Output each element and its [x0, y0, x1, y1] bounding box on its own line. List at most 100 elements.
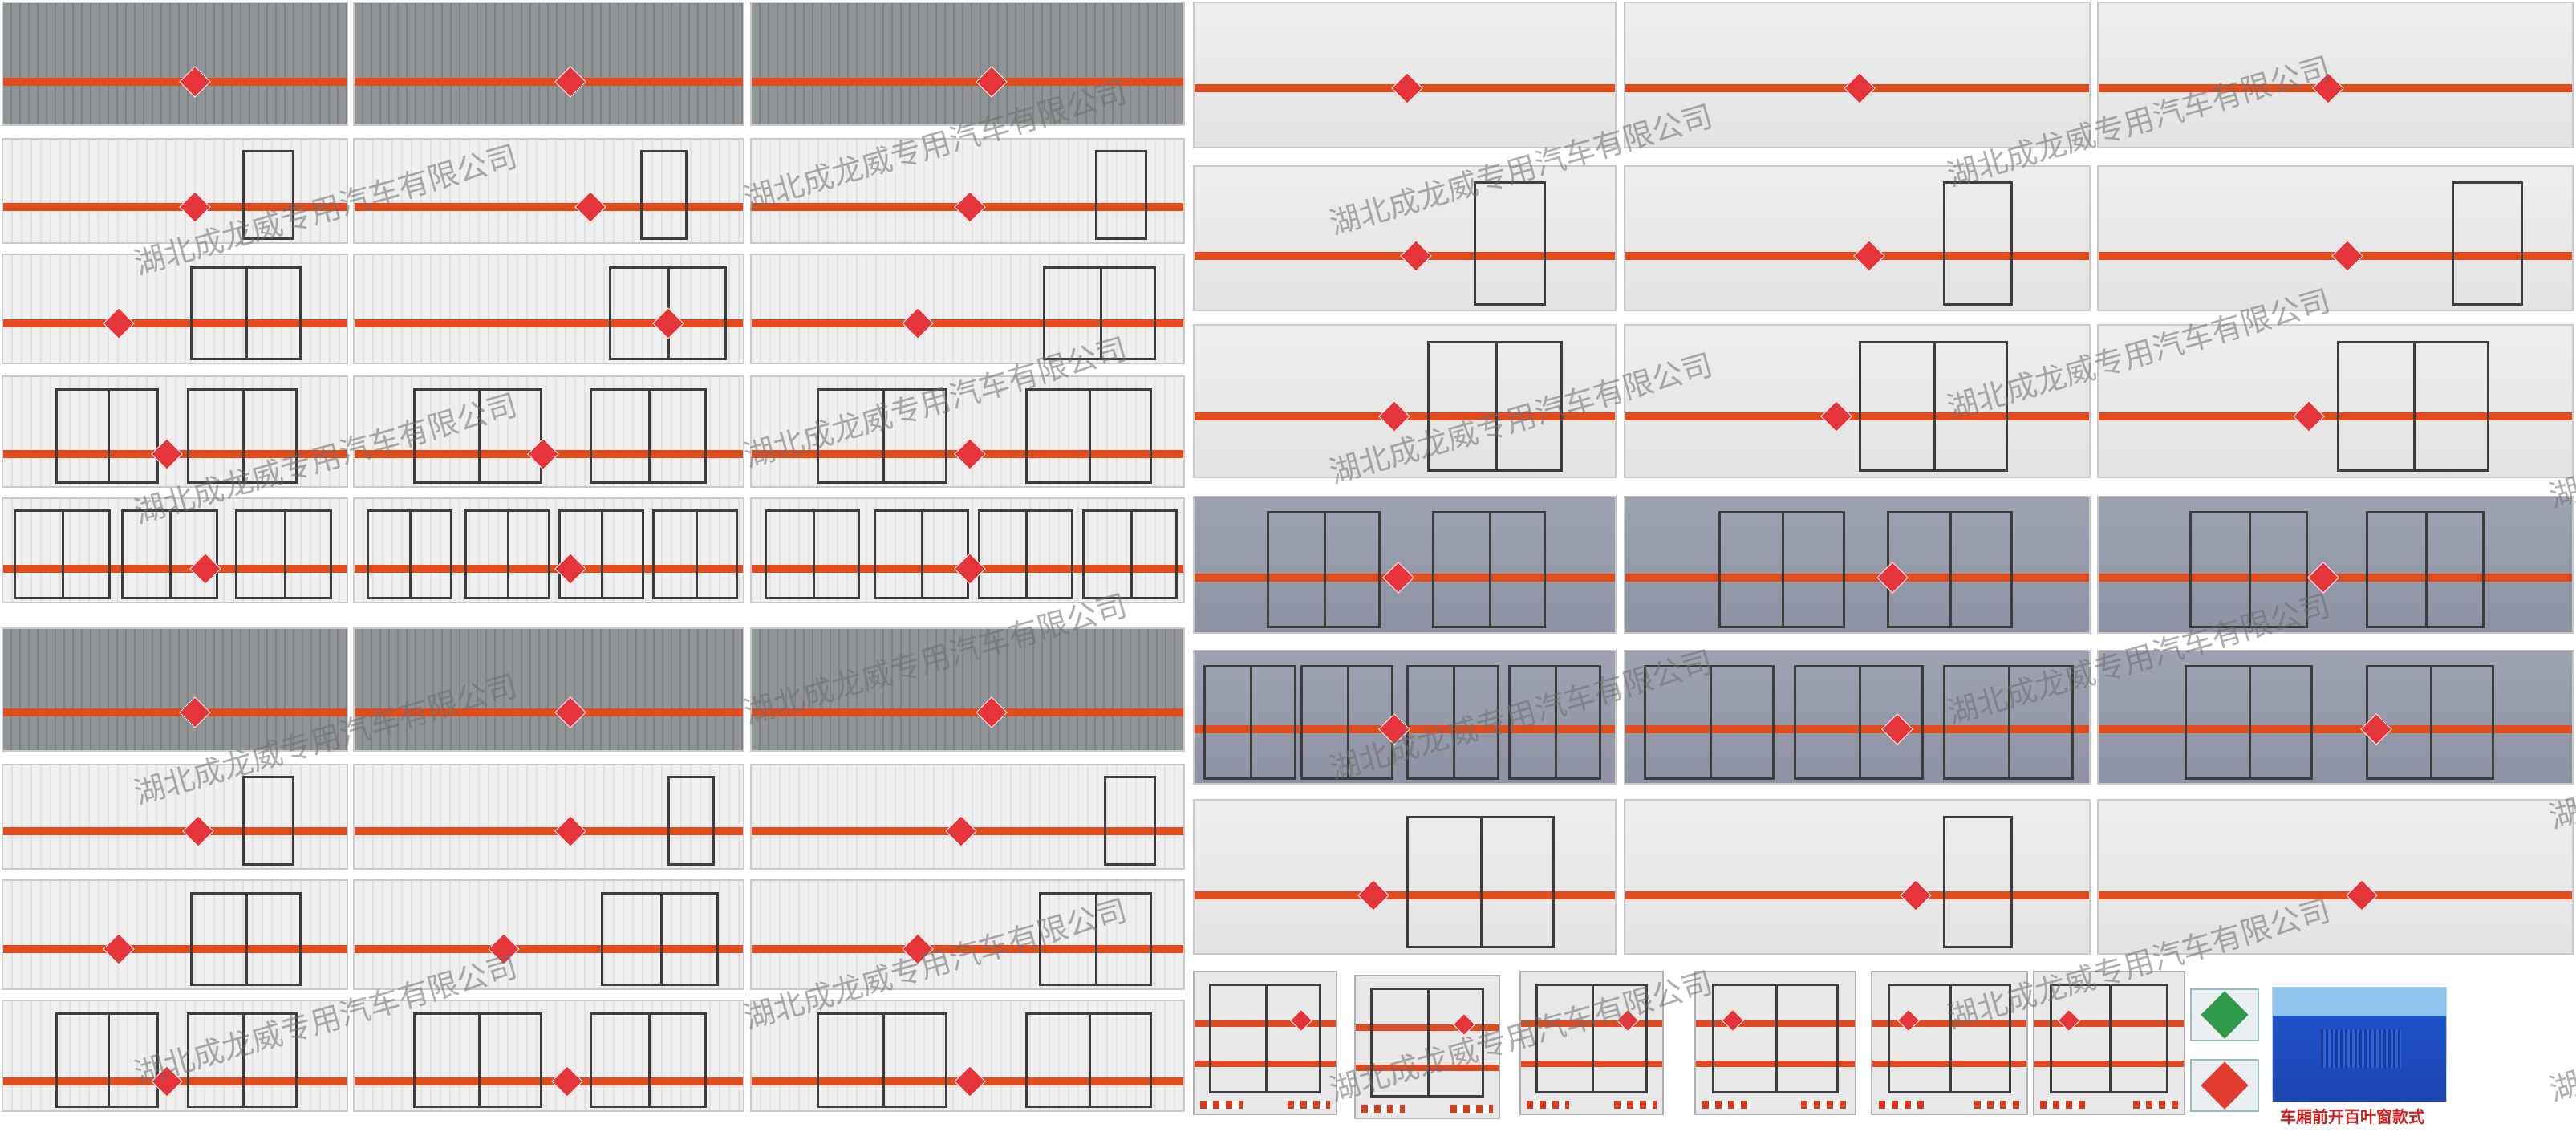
reflective-stripe [752, 945, 1183, 954]
cargo-door [120, 509, 218, 600]
truck-side-panel [353, 497, 744, 603]
cargo-door [242, 776, 294, 866]
flammable-hazard-diamond-icon [902, 307, 934, 339]
reflective-stripe [1195, 891, 1615, 899]
truck-side-panel [2097, 496, 2574, 634]
cargo-door [1043, 266, 1157, 361]
rear-stripe [1696, 1020, 1855, 1027]
cargo-door [242, 150, 294, 241]
green-hazard-label-icon [2201, 991, 2249, 1039]
cargo-door [190, 266, 302, 361]
reflective-stripe [3, 826, 347, 835]
flammable-hazard-diamond-icon [976, 66, 1008, 98]
reflective-stripe [2099, 412, 2572, 420]
reflective-stripe [355, 78, 743, 86]
cargo-door [1095, 150, 1148, 241]
cargo-door [1300, 664, 1394, 780]
cargo-door [464, 509, 550, 600]
truck-side-panel [353, 627, 744, 752]
truck-side-panel [353, 764, 744, 870]
cargo-door [1104, 776, 1157, 866]
flammable-hazard-diamond-icon [2307, 561, 2339, 594]
cargo-door [589, 1012, 708, 1108]
rear-door [1888, 984, 2011, 1094]
reflective-stripe [1625, 412, 2089, 420]
rear-light-bar [1702, 1101, 1750, 1109]
cargo-door [1406, 664, 1500, 780]
reflective-stripe [355, 945, 743, 954]
cargo-door [2365, 511, 2485, 629]
cargo-door [1644, 664, 1775, 780]
cargo-door [589, 388, 708, 484]
cargo-door [1942, 664, 2074, 780]
cargo-door [413, 388, 543, 484]
reflective-stripe [355, 203, 743, 212]
cargo-door [13, 509, 111, 600]
truck-side-panel [2097, 799, 2574, 955]
truck-side-panel [2, 1000, 348, 1112]
flammable-hazard-diamond-icon [178, 66, 211, 98]
truck-side-panel [750, 138, 1185, 244]
rear-light-bar [1974, 1101, 2021, 1109]
rear-door [2049, 984, 2169, 1094]
cargo-door [1474, 181, 1547, 306]
truck-rear-view [1694, 971, 1856, 1115]
flammable-hazard-diamond-icon [945, 814, 977, 847]
rear-light-bar [1450, 1105, 1493, 1113]
flammable-hazard-diamond-icon [954, 438, 986, 470]
truck-rear-view [1519, 971, 1664, 1115]
reflective-stripe [3, 945, 347, 954]
truck-side-panel [750, 1000, 1185, 1112]
cargo-door [55, 1012, 160, 1108]
cargo-door [1081, 509, 1178, 600]
rear-door [1711, 984, 1840, 1094]
cargo-door [2189, 511, 2309, 629]
flammable-hazard-diamond-icon [1399, 239, 1432, 272]
cargo-door [1038, 891, 1152, 987]
reflective-stripe [355, 319, 743, 328]
rear-light-bar [1361, 1105, 1405, 1113]
truck-side-panel [2, 375, 348, 488]
reflective-stripe [3, 203, 347, 212]
rear-light-bar [1800, 1101, 1849, 1109]
flammable-hazard-diamond-icon [550, 1065, 583, 1098]
front-louver-photo [2272, 987, 2447, 1102]
truck-side-panel [2, 254, 348, 364]
reflective-stripe [1625, 891, 2089, 899]
cargo-door [186, 1012, 298, 1108]
truck-side-panel [1193, 2, 1617, 148]
red-hazard-label-icon [2201, 1061, 2249, 1110]
cargo-door [413, 1012, 543, 1108]
flammable-hazard-diamond-icon [976, 696, 1008, 728]
reflective-stripe [1625, 573, 2089, 582]
cargo-door [1427, 341, 1564, 473]
flammable-hazard-diamond-icon [1357, 878, 1389, 911]
flammable-hazard-diamond-icon [1391, 71, 1423, 104]
truck-side-panel [750, 375, 1185, 488]
reflective-stripe [752, 319, 1183, 328]
rear-door [1208, 984, 1322, 1094]
reflective-stripe [752, 708, 1183, 717]
cargo-door [1942, 816, 2014, 949]
cargo-door [873, 509, 969, 600]
cargo-door [1025, 1012, 1152, 1108]
cargo-door [558, 509, 645, 600]
truck-rear-view [2033, 971, 2185, 1115]
front-louver-caption: 车厢前开百叶窗款式 [2280, 1109, 2424, 1126]
flammable-hazard-diamond-icon [1382, 561, 1415, 594]
cargo-door [1718, 511, 1845, 629]
rear-light-bar [1200, 1101, 1243, 1109]
flammable-hazard-diamond-icon [1900, 878, 1932, 911]
truck-side-panel [1193, 799, 1617, 955]
truck-side-panel [750, 879, 1185, 990]
flammable-hazard-diamond-icon [178, 696, 211, 728]
flammable-hazard-diamond-icon [488, 933, 521, 965]
cargo-door [1859, 341, 2009, 473]
flammable-hazard-diamond-icon [1852, 239, 1885, 272]
flammable-hazard-diamond-icon [574, 191, 606, 223]
flammable-hazard-diamond-icon [954, 191, 986, 223]
truck-side-panel [750, 627, 1185, 752]
truck-side-panel [2097, 165, 2574, 311]
rear-stripe [1696, 1061, 1855, 1067]
truck-rear-view [1354, 975, 1500, 1119]
